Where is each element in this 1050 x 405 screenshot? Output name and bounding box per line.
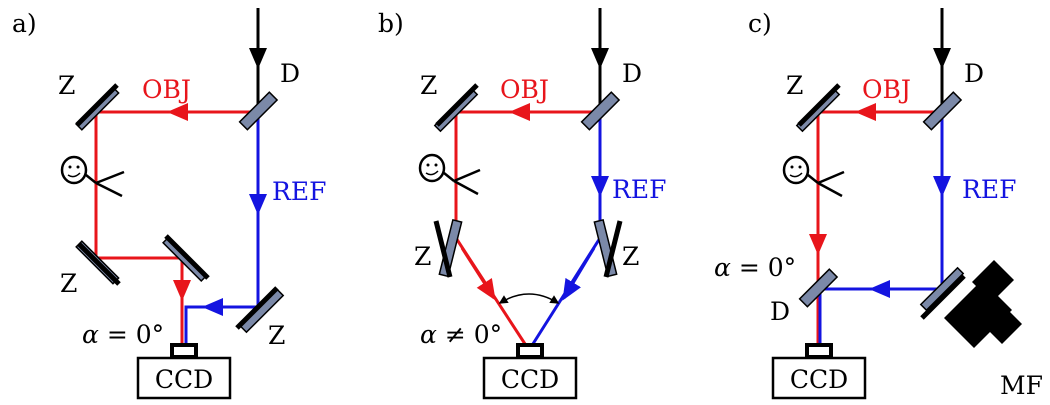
- beamsplitter: [922, 91, 963, 131]
- reference-arm-label: REF: [612, 175, 666, 204]
- mirror-label: Z: [420, 71, 437, 100]
- panel-b: b) D Z Z Z OBJ REF α ≠ 0°: [378, 8, 666, 400]
- ccd-sensor: [805, 343, 833, 359]
- panel-tag: a): [12, 9, 37, 38]
- angle-label: α = 0°: [714, 253, 796, 282]
- beamsplitter-label: D: [280, 59, 300, 88]
- object-face-icon: [782, 155, 845, 198]
- beamsplitter: [238, 91, 279, 131]
- ccd-camera: [771, 356, 867, 400]
- mirror-label: Z: [58, 71, 75, 100]
- beamsplitter: [798, 268, 839, 308]
- mirror-label: Z: [622, 242, 639, 271]
- mirror-label: Z: [60, 269, 77, 298]
- panel-tag: c): [748, 9, 772, 38]
- beamsplitter-label: D: [622, 59, 642, 88]
- angle-arc: [498, 293, 560, 304]
- ccd-label: CCD: [155, 365, 213, 394]
- ccd-sensor: [170, 343, 198, 359]
- mirror-label: Z: [786, 71, 803, 100]
- ccd-sensor: [516, 343, 544, 359]
- beamsplitter-label: D: [964, 59, 984, 88]
- beamsplitter-label: D: [770, 297, 790, 326]
- reference-beam-path: [184, 112, 260, 345]
- reference-arm-label: REF: [962, 175, 1016, 204]
- reference-beam-path: [818, 112, 944, 345]
- object-face-icon: [60, 155, 125, 198]
- piezo-mirror: [919, 260, 1022, 348]
- angle-label: α ≠ 0°: [420, 320, 502, 349]
- object-beam-path: [816, 110, 942, 345]
- ccd-camera: [136, 356, 232, 400]
- panel-c: c) D D Z: [714, 8, 1043, 400]
- mirror-label: Z: [414, 242, 431, 271]
- object-face-icon: [418, 153, 481, 196]
- angle-label: α = 0°: [82, 320, 164, 349]
- object-arm-label: OBJ: [500, 75, 549, 104]
- object-beam-path: [94, 110, 258, 292]
- reference-beam-path: [529, 112, 602, 348]
- object-arm-label: OBJ: [862, 75, 911, 104]
- ccd-camera: [482, 356, 578, 400]
- ccd-label: CCD: [790, 365, 848, 394]
- reference-arm-label: REF: [272, 177, 326, 206]
- ccd-label: CCD: [501, 365, 559, 394]
- mirror-label: Z: [268, 321, 285, 350]
- beamsplitter: [580, 91, 621, 131]
- panel-tag: b): [378, 9, 404, 38]
- object-arm-label: OBJ: [142, 75, 191, 104]
- object-beam-path: [454, 110, 600, 348]
- panel-a: a) D Z Z Z: [12, 8, 326, 400]
- modulator-label: MF: [1000, 371, 1043, 400]
